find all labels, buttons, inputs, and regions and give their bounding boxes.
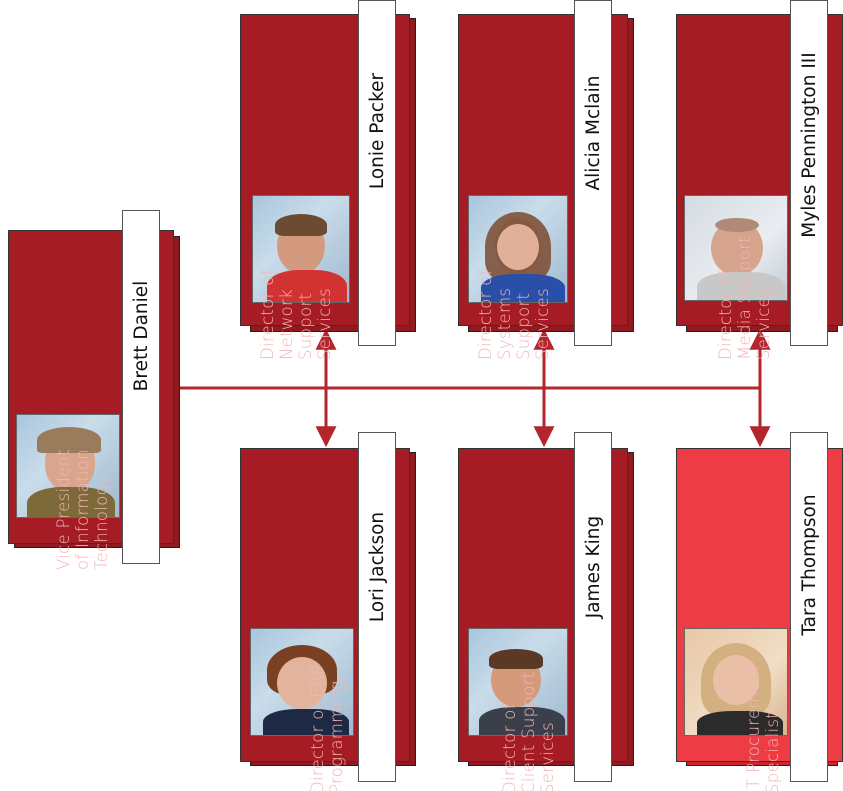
- director-title-text: IT Procurement Specialist: [744, 664, 782, 791]
- director-name-strip: Myles Pennington III: [790, 0, 828, 346]
- vp-name: Brett Daniel: [131, 280, 152, 392]
- director-name: Myles Pennington III: [799, 52, 820, 238]
- director-title-text: Director of ERP Programming: [308, 664, 346, 791]
- director-name: Tara Thompson: [799, 494, 820, 636]
- person-photo-icon: [16, 414, 120, 518]
- director-name: Lonie Packer: [367, 72, 388, 190]
- director-title: Director of Media Support Services: [716, 190, 776, 360]
- director-title: Director of Network Support Services: [258, 190, 348, 360]
- director-name-strip: Lori Jackson: [358, 432, 396, 782]
- vp-title-text: Vice President of Information Technology: [54, 448, 111, 570]
- person-photo-icon: [684, 628, 788, 736]
- person-photo-icon: [468, 195, 568, 303]
- director-title-text: Director of Media Support Services: [716, 236, 773, 360]
- director-name-strip: Alicia Mclain: [574, 0, 612, 346]
- director-title-text: Director of Network Support Services: [258, 269, 334, 360]
- person-photo-icon: [250, 628, 354, 736]
- director-title: Director of Client Support Services: [500, 624, 580, 791]
- director-name-strip: James King: [574, 432, 612, 782]
- director-title-text: Director of Client Support Services: [500, 671, 557, 791]
- director-name: James King: [583, 515, 604, 619]
- director-title-text: Director of Systems Support Services: [476, 269, 552, 360]
- vp-name-strip: Brett Daniel: [122, 210, 160, 564]
- person-photo-icon: [468, 628, 568, 736]
- director-name-strip: Lonie Packer: [358, 0, 396, 346]
- director-name: Lori Jackson: [367, 511, 388, 623]
- director-title: Director of Systems Support Services: [476, 190, 566, 360]
- director-name: Alicia Mclain: [583, 75, 604, 191]
- director-name-strip: Tara Thompson: [790, 432, 828, 782]
- person-photo-icon: [252, 195, 350, 303]
- person-photo-icon: [684, 195, 788, 301]
- vp-title: Vice President of Information Technology: [54, 400, 124, 570]
